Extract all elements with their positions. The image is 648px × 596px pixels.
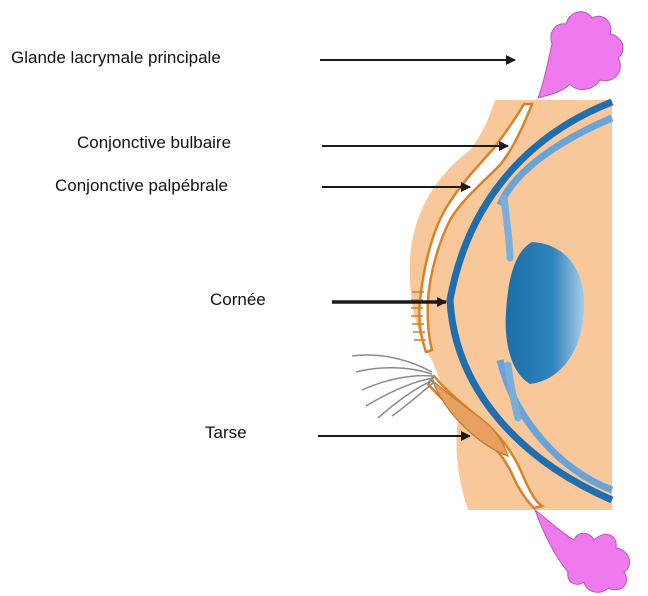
label-conjonctive-bulbaire: Conjonctive bulbaire bbox=[77, 133, 231, 153]
label-glande-lacrymale-principale: Glande lacrymale principale bbox=[11, 48, 221, 68]
eyelashes bbox=[352, 355, 434, 418]
lacrimal-gland-lower bbox=[535, 510, 630, 592]
label-conjonctive-palpebrale: Conjonctive palpébrale bbox=[55, 176, 228, 196]
lacrimal-gland-upper bbox=[538, 12, 623, 98]
label-cornee: Cornée bbox=[210, 290, 266, 310]
label-tarse: Tarse bbox=[205, 423, 247, 443]
